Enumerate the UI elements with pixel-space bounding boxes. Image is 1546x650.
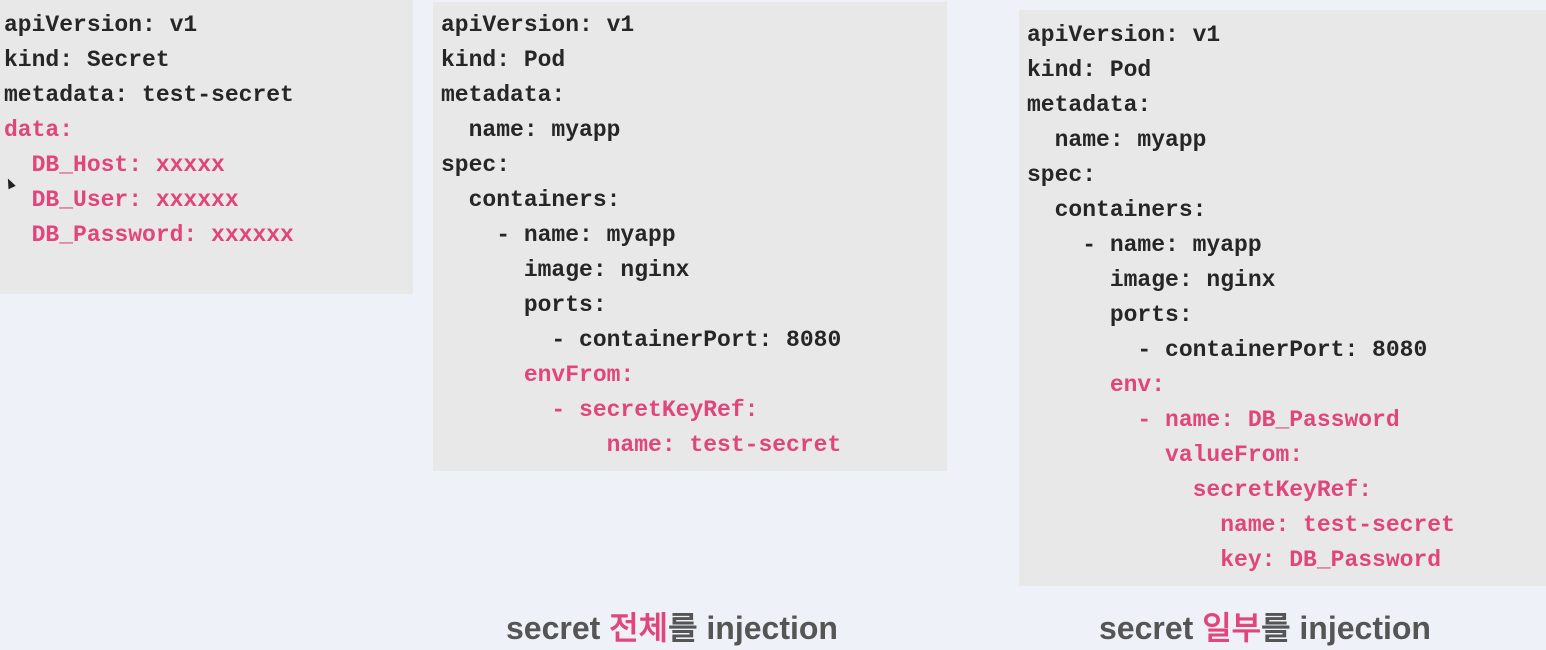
code-line: - secretKeyRef:: [441, 397, 759, 423]
code-line: apiVersion: v1: [4, 12, 198, 38]
code-line: ports:: [1027, 302, 1193, 328]
code-line: secretKeyRef:: [1027, 477, 1373, 503]
code-line: image: nginx: [441, 257, 690, 283]
caption-text: secret: [506, 610, 610, 646]
code-line: valueFrom:: [1027, 442, 1304, 468]
code-line: containers:: [441, 187, 621, 213]
code-line: name: test-secret: [1027, 512, 1455, 538]
caption-secret-all-injection: secret 전체를 injection: [506, 606, 838, 650]
code-line: name: test-secret: [441, 432, 842, 458]
code-line: - name: myapp: [441, 222, 676, 248]
code-line: spec:: [1027, 162, 1097, 188]
code-line: DB_Host: xxxxx: [4, 152, 225, 178]
pod-envfrom-yaml-block: apiVersion: v1 kind: Pod metadata: name: m…: [433, 2, 947, 471]
caption-text: 를 injection: [668, 610, 838, 646]
code-line: image: nginx: [1027, 267, 1276, 293]
code-line: name: myapp: [1027, 127, 1207, 153]
code-line: env:: [1027, 372, 1166, 398]
code-line: envFrom:: [441, 362, 635, 388]
code-line: - name: myapp: [1027, 232, 1262, 258]
code-line: kind: Secret: [4, 47, 170, 73]
caption-text: 를 injection: [1261, 610, 1431, 646]
code-line: DB_Password: xxxxxx: [4, 222, 294, 248]
code-line: key: DB_Password: [1027, 547, 1442, 573]
code-line: kind: Pod: [441, 47, 566, 73]
code-line: metadata: test-secret: [4, 82, 294, 108]
caption-secret-partial-injection: secret 일부를 injection: [1099, 606, 1431, 650]
code-line: kind: Pod: [1027, 57, 1152, 83]
secret-yaml-block: apiVersion: v1 kind: Secret metadata: test…: [0, 0, 413, 294]
code-line: - name: DB_Password: [1027, 407, 1400, 433]
code-line: metadata:: [1027, 92, 1152, 118]
code-line: metadata:: [441, 82, 566, 108]
pod-env-yaml-block: apiVersion: v1 kind: Pod metadata: name: m…: [1019, 10, 1546, 586]
code-line: apiVersion: v1: [441, 12, 635, 38]
code-line: containers:: [1027, 197, 1207, 223]
code-line: ports:: [441, 292, 607, 318]
code-line: data:: [4, 117, 74, 143]
code-line: DB_User: xxxxxx: [4, 187, 239, 213]
caption-accent: 일부: [1202, 610, 1262, 646]
code-line: apiVersion: v1: [1027, 22, 1221, 48]
code-line: spec:: [441, 152, 511, 178]
caption-accent: 전체: [609, 610, 669, 646]
code-line: - containerPort: 8080: [1027, 337, 1428, 363]
code-line: name: myapp: [441, 117, 621, 143]
caption-text: secret: [1099, 610, 1203, 646]
code-line: - containerPort: 8080: [441, 327, 842, 353]
